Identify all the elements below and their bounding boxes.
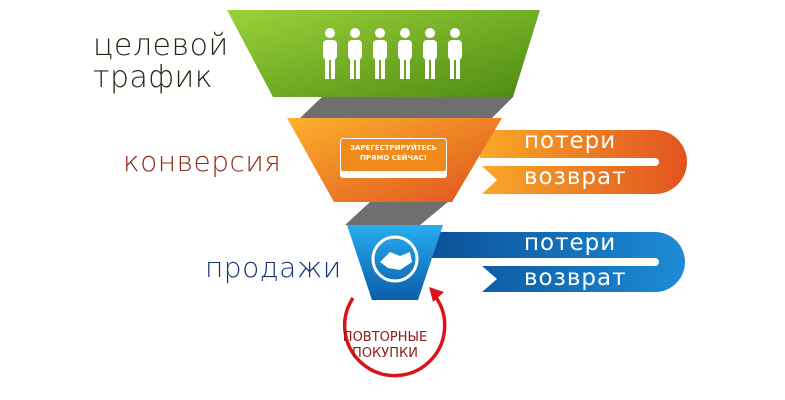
sales-loss-label: потери xyxy=(524,230,617,256)
label-line: ПОВТОРНЫЕ xyxy=(342,330,428,345)
label-line: целевой xyxy=(93,28,229,63)
label-line: трафик xyxy=(93,60,214,95)
register-now-button[interactable]: ЗАРЕГЕСТРИРУЙТЕСЬ ПРЯМО СЕЙЧАС! xyxy=(341,143,446,163)
conversion-return-label: возврат xyxy=(524,164,627,190)
stage-label-sales: продажи xyxy=(205,251,342,284)
handshake-icon xyxy=(371,235,419,283)
connector-2 xyxy=(345,202,448,225)
sales-return-label: возврат xyxy=(524,265,627,291)
label-line: ПОКУПКИ xyxy=(352,346,418,361)
conversion-loss-label: потери xyxy=(524,128,617,154)
connector-1 xyxy=(300,97,513,118)
stage-label-conversion: конверсия xyxy=(123,145,282,178)
button-line: ЗАРЕГЕСТРИРУЙТЕСЬ xyxy=(350,144,437,152)
stage-label-traffic: целевой трафик xyxy=(93,30,229,94)
orange-loop-band xyxy=(480,130,687,194)
blue-loop-band xyxy=(420,232,685,292)
button-line: ПРЯМО СЕЙЧАС! xyxy=(360,154,427,162)
repeat-purchases-label: ПОВТОРНЫЕ ПОКУПКИ xyxy=(335,330,435,362)
people-icon xyxy=(323,28,462,79)
repeat-cycle-arrow xyxy=(342,294,447,378)
